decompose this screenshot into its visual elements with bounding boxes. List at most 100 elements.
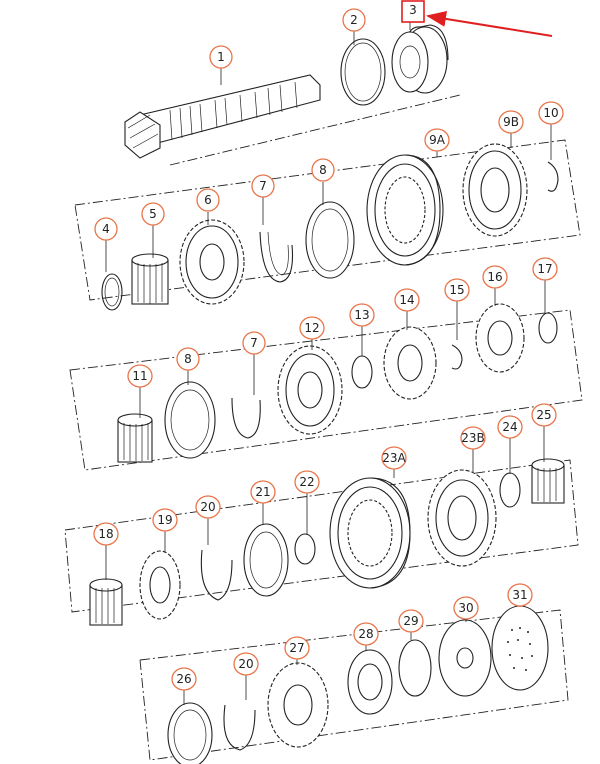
- callout-circle: [394, 288, 420, 312]
- callout-number: 28: [358, 627, 373, 641]
- callout-number: 20: [200, 500, 215, 514]
- callout-number: 3: [409, 3, 417, 17]
- callout-17: 17: [532, 257, 558, 281]
- callout-31: 31: [507, 583, 533, 607]
- callout-number: 10: [543, 106, 558, 120]
- callout-10: 10: [538, 101, 564, 125]
- callout-circle: [460, 426, 486, 450]
- callout-number: 18: [98, 527, 113, 541]
- callout-number: 11: [132, 369, 147, 383]
- callouts-layer: 123456789A9B1011871213141516171819202122…: [93, 3, 564, 691]
- callout-circle: [127, 364, 153, 388]
- callout-1: 1: [209, 45, 233, 69]
- callout-number: 25: [536, 408, 551, 422]
- callout-circle: [398, 609, 424, 633]
- callout-number: 16: [487, 270, 502, 284]
- callout-7: 7: [251, 174, 275, 198]
- callout-number: 6: [204, 193, 212, 207]
- callout-number: 24: [502, 420, 517, 434]
- callout-circle: [532, 257, 558, 281]
- callout-4: 4: [94, 217, 118, 241]
- callout-11: 11: [127, 364, 153, 388]
- callout-5: 5: [141, 202, 165, 226]
- callout-circle: [209, 45, 233, 69]
- callout-number: 8: [184, 352, 192, 366]
- callout-26: 26: [171, 667, 197, 691]
- callout-19: 19: [152, 508, 178, 532]
- top-tray-line: [169, 94, 461, 166]
- callout-number: 19: [157, 513, 172, 527]
- callout-number: 8: [319, 163, 327, 177]
- callout-number: 23B: [461, 431, 485, 445]
- callout-8: 8: [311, 158, 335, 182]
- callout-circle: [284, 636, 310, 660]
- highlight-arrow: [426, 10, 553, 37]
- callout-13: 13: [349, 303, 375, 327]
- callout-circle: [424, 128, 450, 152]
- callout-number: 30: [458, 601, 473, 615]
- callout-number: 20: [238, 657, 253, 671]
- callout-number: 17: [537, 262, 552, 276]
- callout-circle: [498, 110, 524, 134]
- callout-circle: [381, 446, 407, 470]
- callout-18: 18: [93, 522, 119, 546]
- callout-number: 7: [250, 336, 258, 350]
- callout-2: 2: [342, 8, 366, 32]
- callout-16: 16: [482, 265, 508, 289]
- callout-number: 9A: [429, 133, 446, 147]
- callout-21: 21: [250, 480, 276, 504]
- callout-number: 29: [403, 614, 418, 628]
- callout-circle: [507, 583, 533, 607]
- callout-number: 7: [259, 179, 267, 193]
- callout-circle: [299, 316, 325, 340]
- callout-circle: [171, 667, 197, 691]
- callout-circle: [93, 522, 119, 546]
- callout-circle: [353, 622, 379, 646]
- callout-23b: 23B: [460, 426, 486, 450]
- callout-number: 26: [176, 672, 191, 686]
- callout-circle: [195, 495, 221, 519]
- callout-25: 25: [531, 403, 557, 427]
- callout-number: 9B: [503, 115, 519, 129]
- callout-number: 1: [217, 50, 225, 64]
- callout-8: 8: [176, 347, 200, 371]
- callout-9b: 9B: [498, 110, 524, 134]
- callout-circle: [349, 303, 375, 327]
- callout-circle: [176, 347, 200, 371]
- callout-circle: [251, 174, 275, 198]
- callout-number: 13: [354, 308, 369, 322]
- callout-23a: 23A: [381, 446, 407, 470]
- row-2-parts: [101, 143, 559, 311]
- callout-number: 31: [512, 588, 527, 602]
- callout-circle: [482, 265, 508, 289]
- callout-27: 27: [284, 636, 310, 660]
- callout-number: 4: [102, 222, 110, 236]
- callout-circle: [444, 278, 470, 302]
- callout-number: 14: [399, 293, 414, 307]
- callout-circle: [538, 101, 564, 125]
- callout-number: 15: [449, 283, 464, 297]
- callout-6: 6: [196, 188, 220, 212]
- callout-29: 29: [398, 609, 424, 633]
- highlight-box: [401, 0, 425, 23]
- callout-number: 22: [299, 475, 314, 489]
- callout-circle: [294, 470, 320, 494]
- pinion-shaft: [124, 74, 321, 159]
- callout-22: 22: [294, 470, 320, 494]
- callout-circle: [94, 217, 118, 241]
- callout-7: 7: [242, 331, 266, 355]
- callout-3: 3: [409, 3, 417, 17]
- leader-lines: [105, 22, 552, 705]
- callout-number: 5: [149, 207, 157, 221]
- callout-14: 14: [394, 288, 420, 312]
- callout-number: 27: [289, 641, 304, 655]
- callout-circle: [152, 508, 178, 532]
- callout-24: 24: [497, 415, 523, 439]
- callout-circle: [196, 188, 220, 212]
- callout-circle: [497, 415, 523, 439]
- callout-15: 15: [444, 278, 470, 302]
- panel-4: [139, 609, 569, 761]
- callout-20: 20: [233, 652, 259, 676]
